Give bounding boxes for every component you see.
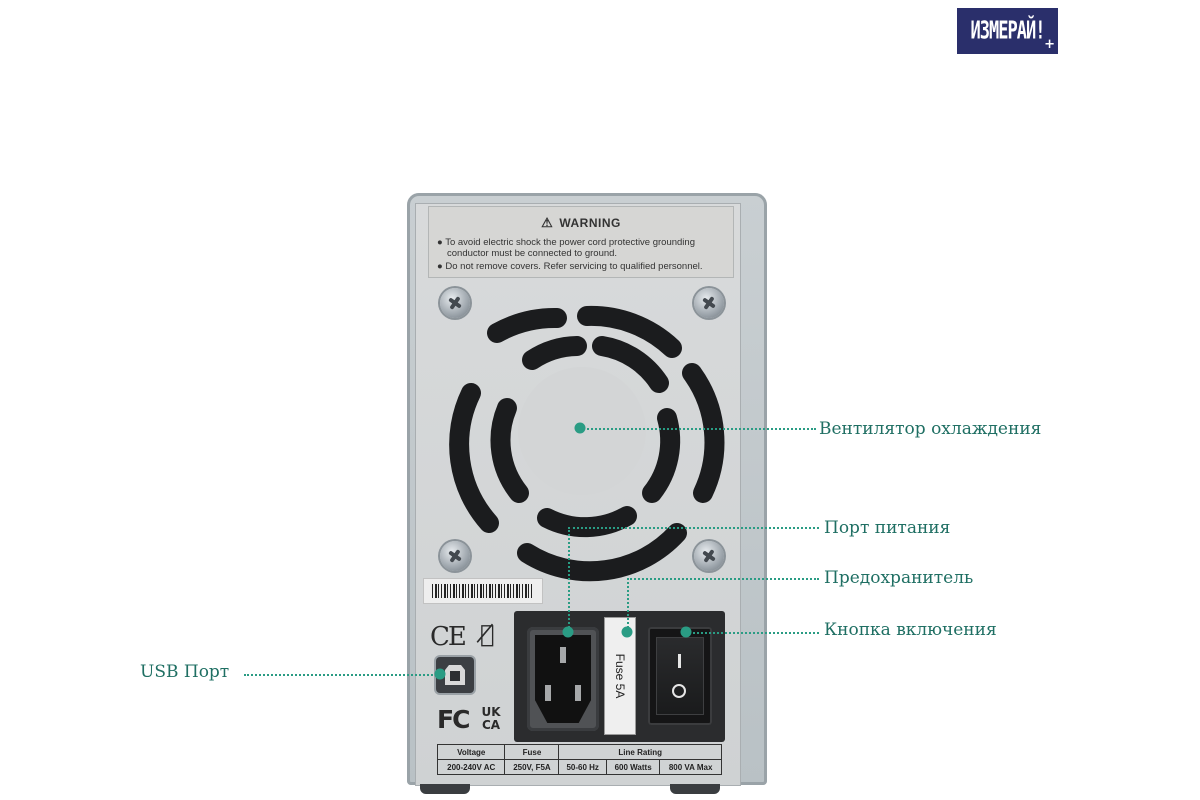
rating-value-voltage: 200-240V AC xyxy=(436,759,506,775)
warning-label: ⚠ WARNING ● To avoid electric shock the p… xyxy=(428,206,734,278)
logo-plus: + xyxy=(1044,37,1055,52)
warning-triangle-icon: ⚠ xyxy=(541,215,554,230)
usb-port-hole xyxy=(450,671,460,681)
brand-logo: ИЗМЕРАЙ! + xyxy=(957,8,1058,54)
callout-label-power-port: Порт питания xyxy=(824,518,951,538)
callout-line-power-port xyxy=(568,527,570,632)
warning-heading: ⚠ WARNING xyxy=(429,215,733,230)
ukca-top: UK xyxy=(481,705,501,719)
inlet-pin xyxy=(545,685,551,701)
fuse-label: Fuse 5A xyxy=(613,653,627,699)
callout-line-usb xyxy=(244,674,440,676)
ukca-bottom: CA xyxy=(481,718,501,732)
warning-line: conductor must be connected to ground. xyxy=(447,248,618,259)
rating-value-fuse: 250V, F5A xyxy=(504,759,560,775)
screw-icon xyxy=(694,541,724,571)
callout-label-fan: Вентилятор охлаждения xyxy=(819,419,1042,439)
warning-line: ● To avoid electric shock the power cord… xyxy=(437,237,695,248)
rating-header-line: Line Rating xyxy=(558,744,722,760)
callout-line-fan xyxy=(580,428,816,430)
crossed-bin-icon: 🗑̸ xyxy=(480,620,495,648)
rating-header-voltage: Voltage xyxy=(436,744,506,760)
ce-mark: CE xyxy=(430,622,467,652)
power-switch[interactable] xyxy=(648,627,712,725)
callout-line-power-port xyxy=(568,527,819,529)
callout-dot-usb xyxy=(434,668,446,680)
power-inlet-socket[interactable] xyxy=(527,627,599,731)
power-switch-rocker[interactable] xyxy=(656,637,704,715)
rating-value-va: 800 VA Max xyxy=(659,759,722,775)
callout-dot-fuse xyxy=(621,626,633,638)
ukca-mark: UK CA xyxy=(478,706,504,732)
inlet-pin xyxy=(560,647,566,663)
callout-line-fuse xyxy=(627,578,629,632)
rating-value-watts: 600 Watts xyxy=(605,759,661,775)
fcc-mark: FC xyxy=(437,705,470,734)
screw-icon xyxy=(440,288,470,318)
warning-line: ● Do not remove covers. Refer servicing … xyxy=(437,261,703,272)
logo-text: ИЗМЕРАЙ! xyxy=(970,16,1046,46)
power-off-icon xyxy=(672,684,686,698)
rating-table: Voltage Fuse Line Rating 200-240V AC 250… xyxy=(436,744,722,775)
barcode-icon xyxy=(432,584,534,598)
callout-dot-power-port xyxy=(562,626,574,638)
rating-header-fuse: Fuse xyxy=(504,744,560,760)
callout-line-fuse xyxy=(627,578,819,580)
screw-icon xyxy=(694,288,724,318)
inlet-pin xyxy=(575,685,581,701)
callout-label-usb: USB Порт xyxy=(140,662,230,682)
callout-label-fuse: Предохранитель xyxy=(824,568,974,588)
power-inlet-cavity xyxy=(535,635,591,723)
power-on-icon xyxy=(678,654,681,668)
device-foot-left xyxy=(420,784,470,794)
rating-value-frequency: 50-60 Hz xyxy=(558,759,607,775)
warning-title: WARNING xyxy=(559,216,621,230)
cooling-fan-grille xyxy=(449,305,725,582)
device-foot-right xyxy=(670,784,720,794)
fuse-holder[interactable]: Fuse 5A xyxy=(604,617,636,735)
callout-label-switch: Кнопка включения xyxy=(824,620,997,640)
screw-icon xyxy=(440,541,470,571)
serial-barcode-sticker xyxy=(423,578,543,604)
callout-line-switch xyxy=(686,632,819,634)
